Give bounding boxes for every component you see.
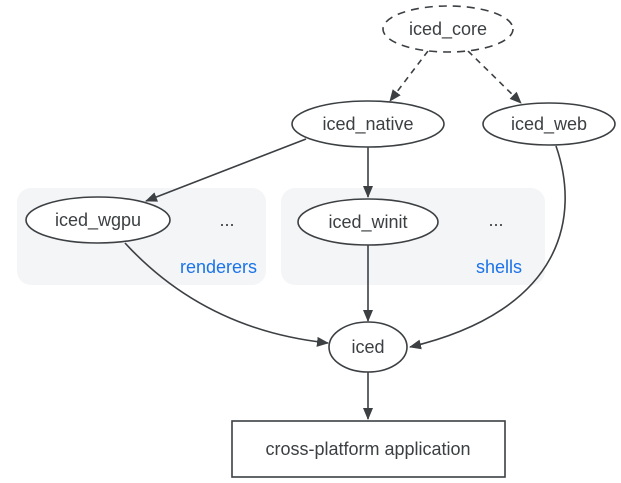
node-iced-core-label: iced_core — [409, 19, 487, 40]
node-iced-native-label: iced_native — [322, 114, 413, 135]
node-iced-native — [291, 100, 445, 148]
edge-core-to-web — [467, 50, 522, 104]
node-application — [231, 420, 506, 478]
node-iced-web — [482, 102, 616, 146]
node-iced-label: iced — [351, 337, 384, 357]
node-iced-wgpu — [25, 196, 171, 244]
node-iced-web-label: iced_web — [511, 114, 587, 135]
edge-core-to-native — [389, 50, 429, 102]
node-application-label: cross-platform application — [265, 439, 470, 459]
node-iced — [328, 321, 408, 373]
renderers-ellipsis: ... — [219, 210, 234, 230]
node-iced-winit — [297, 198, 439, 246]
shells-cluster-label: shells — [476, 257, 522, 277]
edge-native-to-wgpu — [145, 138, 307, 202]
renderers-cluster-label: renderers — [180, 257, 257, 277]
node-iced-winit-label: iced_winit — [328, 212, 407, 233]
node-iced-wgpu-label: iced_wgpu — [55, 210, 141, 231]
edge-wgpu-to-iced — [124, 242, 329, 347]
node-iced-core — [382, 5, 514, 53]
shells-ellipsis: ... — [488, 210, 503, 230]
edge-web-to-iced — [409, 145, 566, 350]
